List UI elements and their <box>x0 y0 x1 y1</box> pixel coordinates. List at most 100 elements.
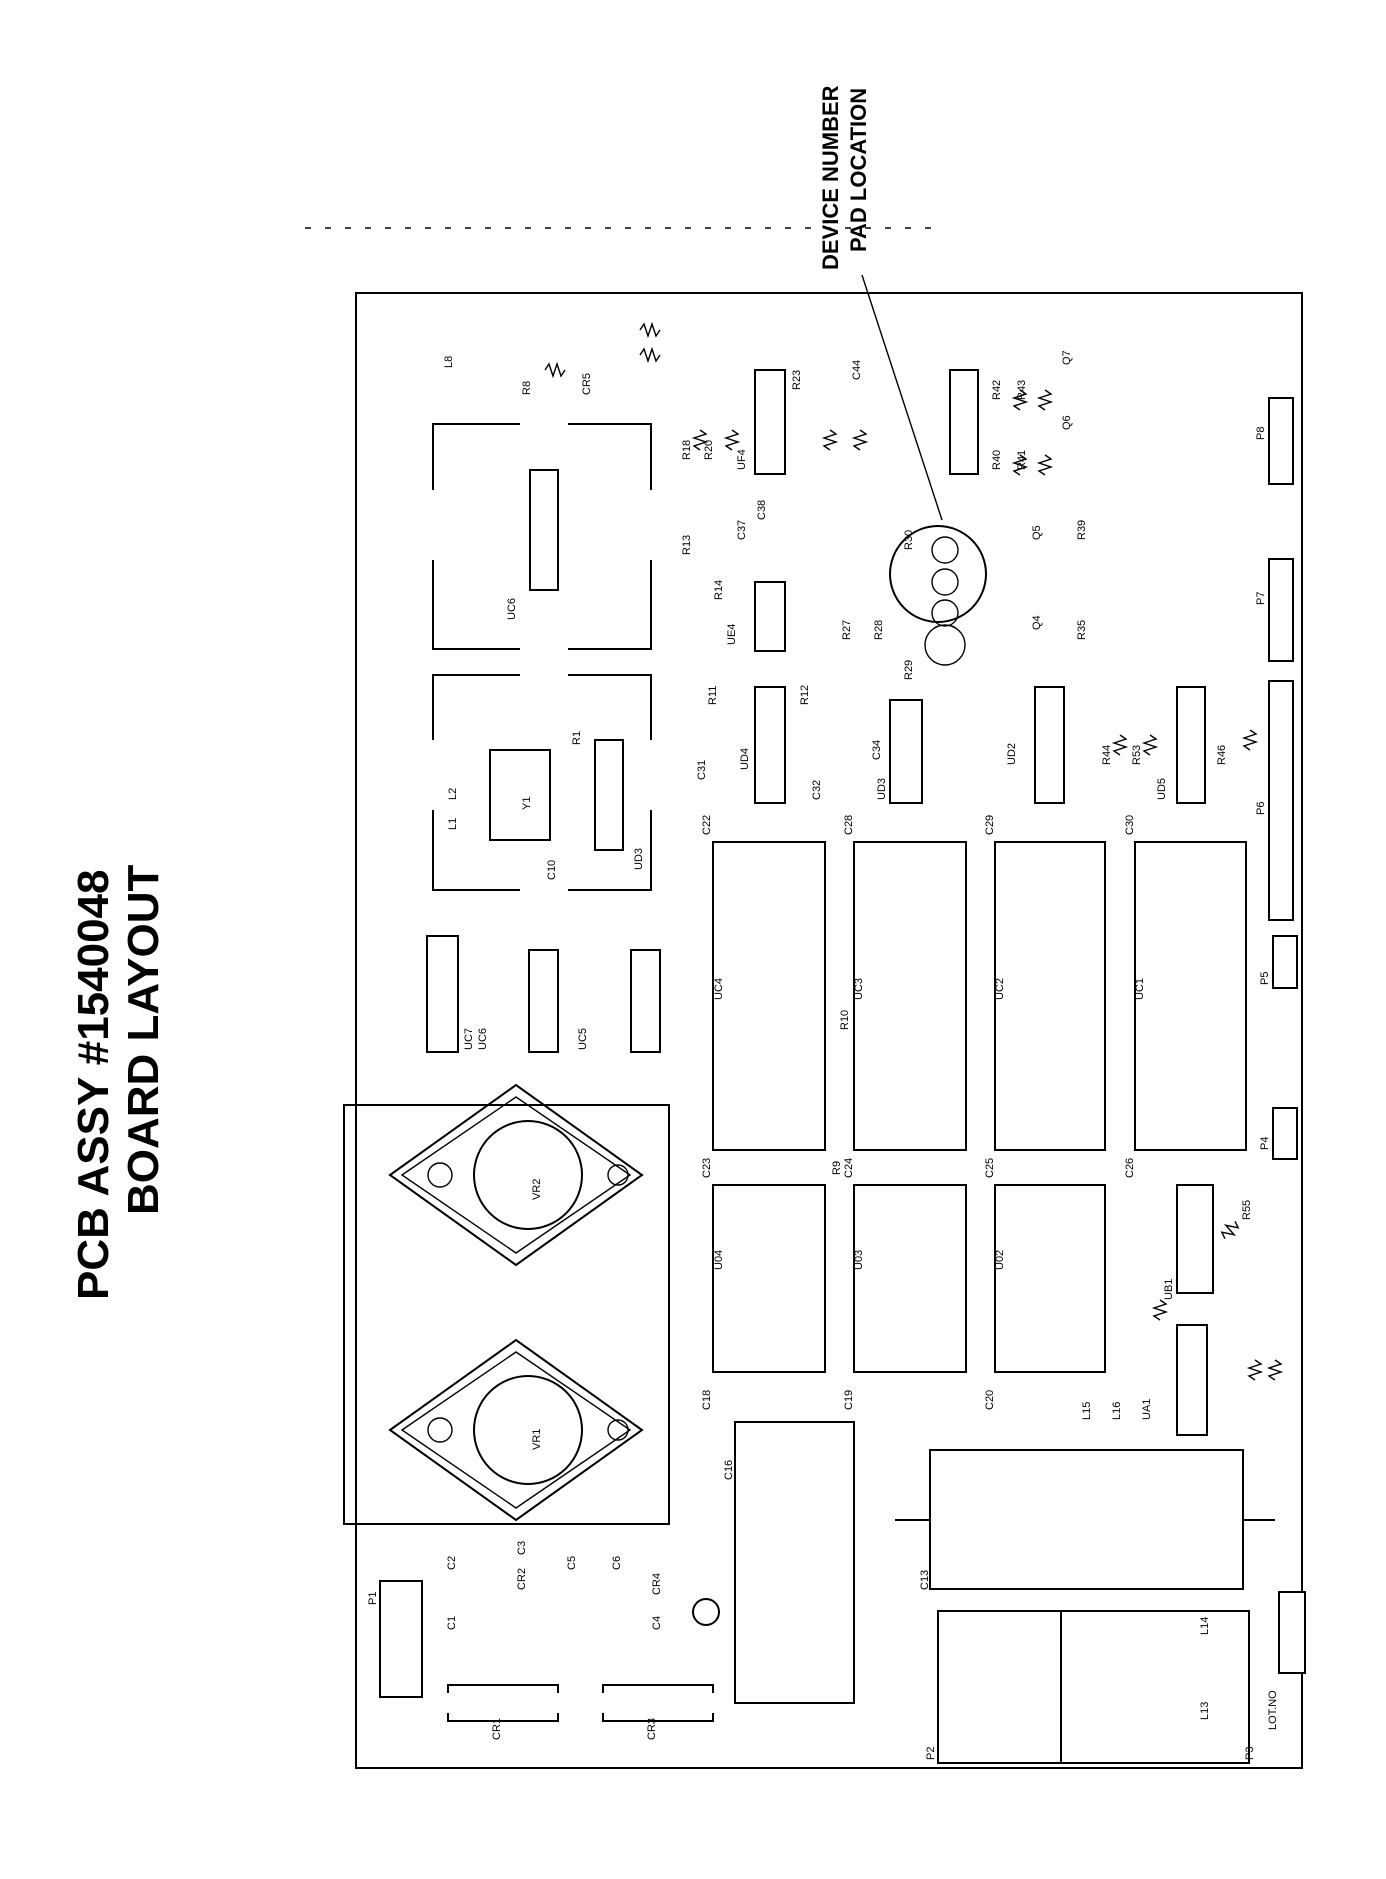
lot-number-pad <box>1278 1591 1306 1674</box>
label: R30 <box>903 530 915 550</box>
capacitor-c13 <box>929 1449 1244 1590</box>
chip-ue4 <box>754 581 786 652</box>
label: C44 <box>851 360 863 380</box>
connector-p4 <box>1272 1107 1298 1160</box>
shield-box-upper <box>432 423 652 650</box>
label: C1 <box>446 1616 458 1630</box>
label: CR2 <box>516 1568 528 1590</box>
label: UC3 <box>853 978 865 1000</box>
label: P2 <box>925 1747 937 1760</box>
label: P4 <box>1259 1137 1271 1150</box>
label: Q6 <box>1061 415 1073 430</box>
label: R13 <box>681 535 693 555</box>
device-number-pad <box>889 525 987 666</box>
label: R35 <box>1076 620 1088 640</box>
label: L14 <box>1199 1617 1211 1635</box>
label: C34 <box>871 740 883 760</box>
label: C32 <box>811 780 823 800</box>
label: UC5 <box>577 1028 589 1050</box>
label: P7 <box>1255 592 1267 605</box>
label: P6 <box>1255 802 1267 815</box>
chip-u02 <box>994 1184 1106 1373</box>
label: UD3 <box>876 778 888 800</box>
label: R40 <box>991 450 1003 470</box>
chip-uc4 <box>712 841 826 1151</box>
label: C5 <box>566 1556 578 1570</box>
label: C31 <box>696 760 708 780</box>
label: C38 <box>756 500 768 520</box>
title-line2: BOARD LAYOUT <box>119 864 168 1215</box>
diode-cr3 <box>602 1684 714 1722</box>
chip-uc7 <box>426 935 459 1053</box>
label: C25 <box>984 1158 996 1178</box>
vr2-label: VR2 <box>531 1179 543 1200</box>
label: UA1 <box>1141 1399 1153 1420</box>
label: C3 <box>516 1541 528 1555</box>
crystal-y1 <box>489 749 551 841</box>
label: C4 <box>651 1616 663 1630</box>
label: C29 <box>984 815 996 835</box>
chip-ua1 <box>1176 1324 1208 1436</box>
label: C6 <box>611 1556 623 1570</box>
board-outline <box>355 292 1303 1769</box>
label: L2 <box>447 788 459 800</box>
label: U02 <box>994 1250 1006 1270</box>
label: C10 <box>546 860 558 880</box>
connector-p6 <box>1268 680 1294 921</box>
label: C19 <box>843 1390 855 1410</box>
regulator-vr1: VR1 <box>388 1338 644 1522</box>
label: R8 <box>521 381 533 395</box>
chip-uc2 <box>994 841 1106 1151</box>
chip-uf4 <box>754 369 786 475</box>
chip-uj3 <box>949 369 979 475</box>
label: P8 <box>1255 427 1267 440</box>
label: L1 <box>447 818 459 830</box>
label: R29 <box>903 660 915 680</box>
label: C37 <box>736 520 748 540</box>
label: UF4 <box>736 449 748 470</box>
label: Q4 <box>1031 615 1043 630</box>
connector-p2 <box>937 1610 1062 1764</box>
callout-line1: DEVICE NUMBER <box>818 85 843 270</box>
label: UE4 <box>726 624 738 645</box>
label: L16 <box>1111 1402 1123 1420</box>
label: R44 <box>1101 745 1113 765</box>
connector-p8 <box>1268 397 1294 485</box>
label: R39 <box>1076 520 1088 540</box>
label: R23 <box>791 370 803 390</box>
label: P5 <box>1259 972 1271 985</box>
label: R1 <box>571 731 583 745</box>
label: L15 <box>1081 1402 1093 1420</box>
connector-p7 <box>1268 558 1294 662</box>
label: UC6 <box>506 598 518 620</box>
crystal-label: Y1 <box>521 797 533 810</box>
label: P3 <box>1244 1747 1256 1760</box>
chip-ud2 <box>1034 686 1065 804</box>
capacitor-c16 <box>734 1421 855 1704</box>
capacitor-c4 <box>692 1598 720 1626</box>
label: C16 <box>723 1460 735 1480</box>
connector-p3 <box>1060 1610 1250 1764</box>
label: C22 <box>701 815 713 835</box>
label: R46 <box>1216 745 1228 765</box>
chip-u04 <box>712 1184 826 1373</box>
label: Q5 <box>1031 525 1043 540</box>
label: C18 <box>701 1390 713 1410</box>
label: L13 <box>1199 1702 1211 1720</box>
diode-cr1 <box>447 1684 559 1722</box>
resistor-array <box>544 321 1284 1381</box>
label: UC1 <box>1134 978 1146 1000</box>
label: C26 <box>1124 1158 1136 1178</box>
label: UB1 <box>1163 1279 1175 1300</box>
label: R20 <box>703 440 715 460</box>
chip-ub1 <box>1176 1184 1214 1294</box>
heatsink-area <box>343 1104 670 1525</box>
chip-uc1 <box>1134 841 1247 1151</box>
label: R27 <box>841 620 853 640</box>
label: R43 <box>1016 380 1028 400</box>
label: R14 <box>713 580 725 600</box>
label: C20 <box>984 1390 996 1410</box>
label: UD3 <box>633 848 645 870</box>
label: R9 <box>831 1161 843 1175</box>
